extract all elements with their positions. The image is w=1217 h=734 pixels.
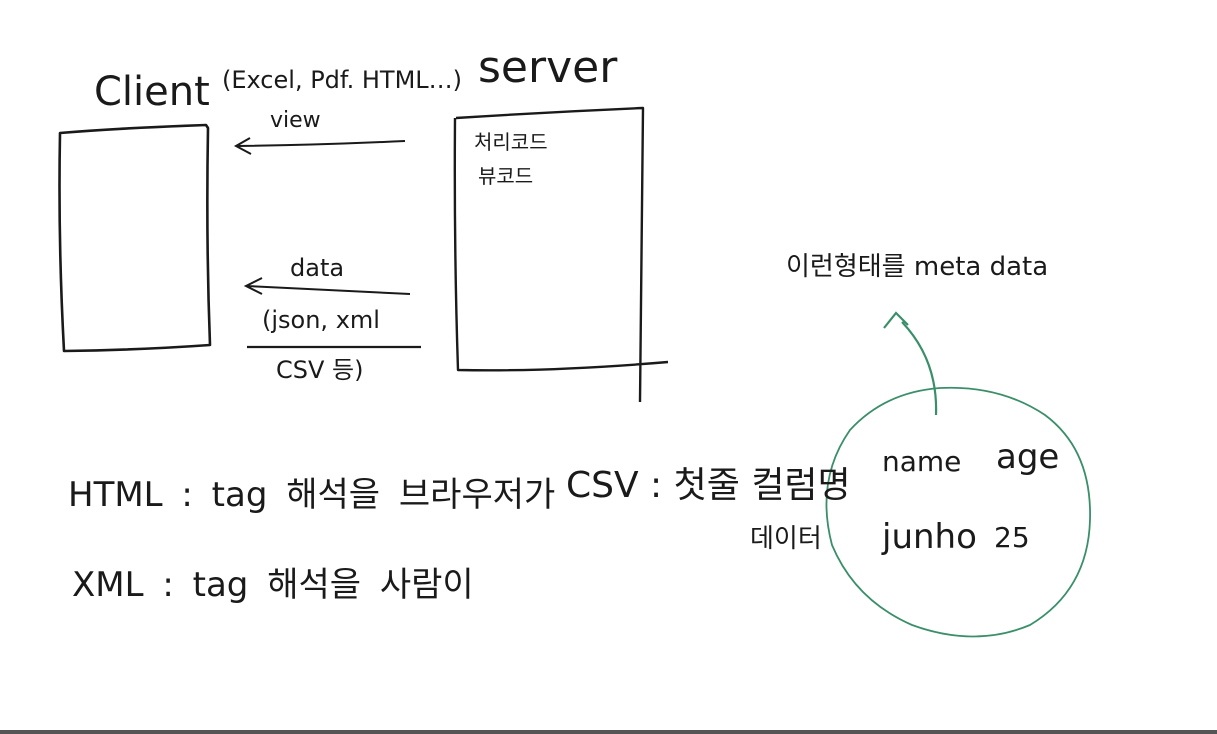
bottom-edge	[0, 730, 1217, 734]
server-processing-code-label: 처리코드	[474, 130, 548, 154]
html-note: HTML : tag 해석을 브라우저가	[68, 475, 556, 515]
data-formats-line2: CSV 등)	[276, 356, 364, 384]
csv-example-circle	[825, 386, 1091, 638]
server-box	[453, 106, 669, 403]
client-label: Client	[94, 69, 210, 115]
view-label: view	[270, 108, 321, 133]
formats-label: (Excel, Pdf. HTML…)	[222, 66, 463, 94]
csv-note: CSV : 첫줄 컬럼명	[566, 465, 851, 506]
view-arrow	[233, 137, 406, 155]
csv-cell-name: name	[882, 445, 962, 478]
data-formats-line1: (json, xml	[262, 306, 380, 334]
server-view-code-label: 뷰코드	[478, 164, 534, 188]
xml-note: XML : tag 해석을 사람이	[72, 565, 474, 605]
csv-cell-age: age	[996, 437, 1060, 477]
meta-data-note: 이런형태를 meta data	[786, 252, 1049, 282]
data-row-label: 데이터	[750, 524, 822, 554]
data-label: data	[290, 254, 345, 282]
client-box	[58, 123, 212, 353]
server-label: server	[478, 42, 618, 93]
csv-cell-25: 25	[994, 521, 1030, 554]
meta-data-arrow	[883, 311, 938, 416]
data-arrow	[243, 277, 411, 295]
csv-cell-junho: junho	[882, 517, 977, 557]
